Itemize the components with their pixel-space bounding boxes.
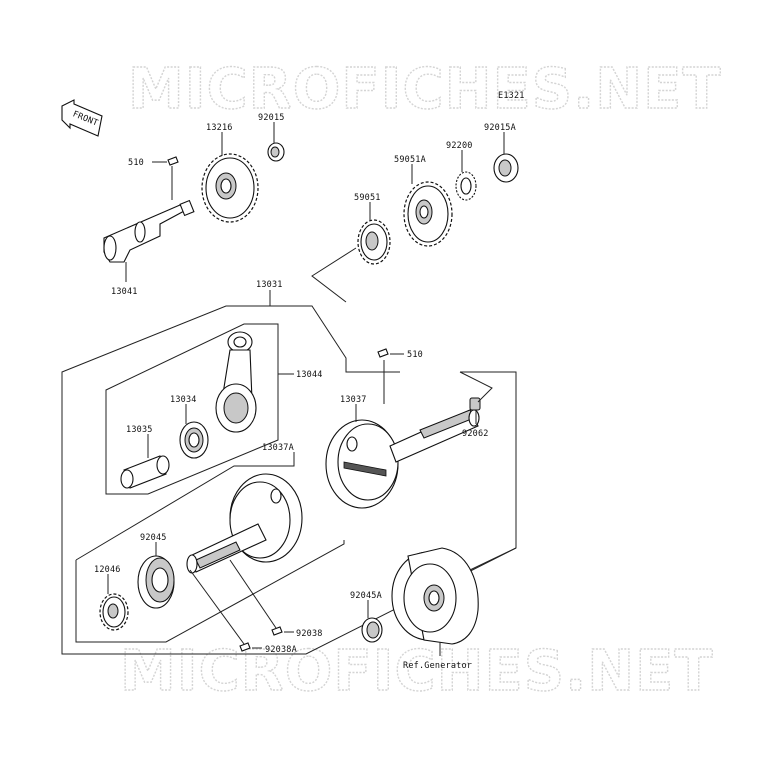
label-13031: 13031 (256, 280, 283, 290)
label-92038: 92038 (296, 629, 323, 639)
label-59051A: 59051A (394, 155, 426, 165)
label-12046: 12046 (94, 565, 121, 575)
connecting-rod-13044-icon (215, 331, 257, 433)
sprocket-12046-icon (99, 593, 129, 631)
washer-92200-icon (455, 171, 477, 201)
label-13037A: 13037A (262, 443, 294, 453)
label-510-mid: 510 (407, 350, 423, 360)
crank-pin-13035-icon (120, 455, 170, 489)
generator-rotor-icon (391, 547, 479, 645)
label-ref-generator: Ref.Generator (403, 661, 472, 671)
crankshaft-left-13037A-icon (186, 473, 303, 574)
label-13216: 13216 (206, 123, 233, 133)
balancer-shaft-13041-icon (103, 199, 195, 263)
label-13034: 13034 (170, 395, 197, 405)
label-59051: 59051 (354, 193, 381, 203)
label-92038A: 92038A (265, 645, 297, 655)
label-92015A: 92015A (484, 123, 516, 133)
nut-92015A-icon (493, 153, 519, 183)
bearing-92045-icon (137, 555, 175, 609)
label-92045: 92045 (140, 533, 167, 543)
watermark-top: MICROFICHES.NET (128, 57, 722, 122)
label-13041: 13041 (111, 287, 138, 297)
gear-59051-icon (357, 219, 391, 265)
label-92045A: 92045A (350, 591, 382, 601)
nut-92062-icon (469, 397, 481, 411)
needle-bearing-13034-icon (179, 421, 209, 459)
key-510-top-icon (167, 156, 179, 166)
label-92015: 92015 (258, 113, 285, 123)
figure-code: E1321 (498, 91, 525, 101)
watermark-bottom: MICROFICHES.NET (120, 639, 714, 704)
label-92062: 92062 (462, 429, 489, 439)
key-92038A-icon (239, 642, 251, 652)
label-13035: 13035 (126, 425, 153, 435)
key-510-mid-icon (377, 348, 389, 358)
front-arrow-icon: FRONT (61, 99, 103, 137)
label-92200: 92200 (446, 141, 473, 151)
gear-59051A-icon (403, 181, 453, 247)
label-13037: 13037 (340, 395, 367, 405)
nut-92015-icon (267, 142, 285, 162)
gear-13216-icon (201, 153, 259, 223)
label-510-top: 510 (128, 158, 144, 168)
oil-seal-92045A-icon (361, 617, 383, 643)
key-92038-icon (271, 626, 283, 636)
crankshaft-right-13037-icon (325, 409, 480, 509)
label-13044: 13044 (296, 370, 323, 380)
